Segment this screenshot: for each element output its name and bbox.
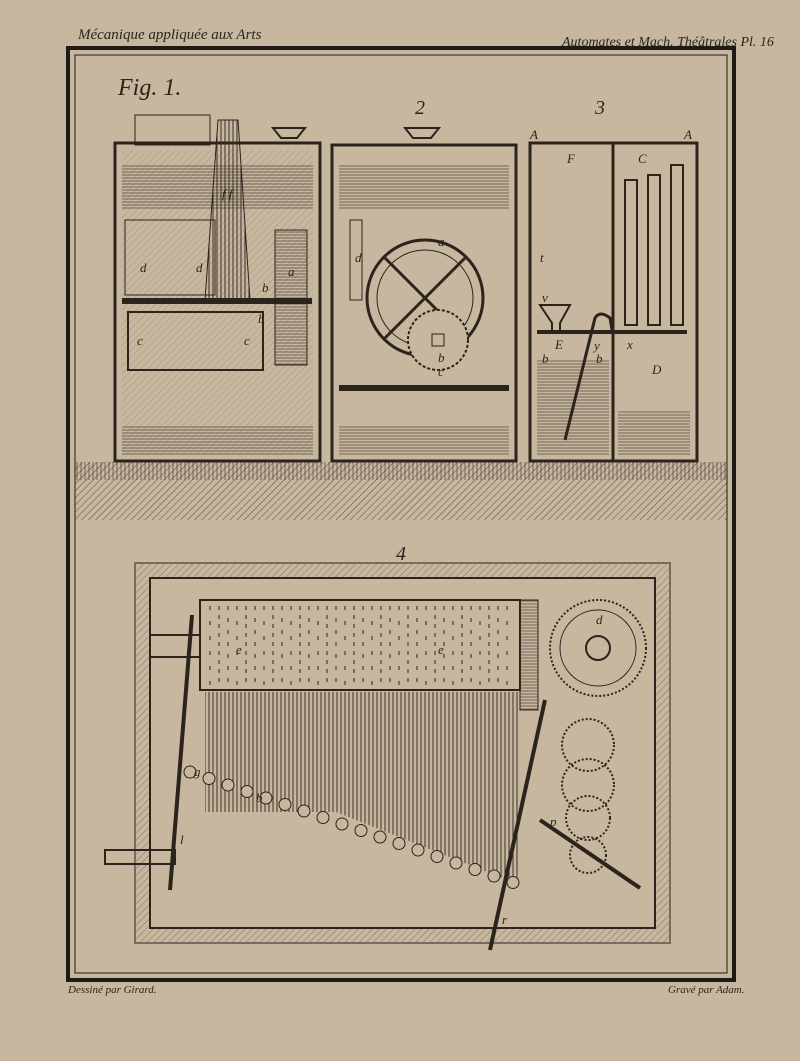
label: y bbox=[592, 338, 600, 353]
label: d bbox=[355, 250, 362, 265]
label: b bbox=[596, 351, 603, 366]
damper-screw bbox=[487, 869, 501, 883]
label: b bbox=[262, 280, 269, 295]
label: p bbox=[549, 814, 557, 829]
damper-screw bbox=[202, 772, 216, 785]
damper-screw bbox=[449, 856, 463, 870]
label: b bbox=[256, 790, 263, 805]
label: b bbox=[438, 350, 445, 365]
label: A bbox=[529, 127, 538, 142]
damper-screw bbox=[430, 850, 444, 863]
damper-screw bbox=[259, 791, 273, 805]
label: d bbox=[140, 260, 147, 275]
figure-1-drawing bbox=[113, 114, 322, 463]
damper-screw bbox=[335, 817, 349, 831]
figure-4-labels: d e e g b l p r bbox=[180, 612, 603, 927]
label: b bbox=[258, 311, 265, 326]
damper-screw bbox=[468, 863, 482, 876]
figure-4-number: 4 bbox=[396, 543, 406, 565]
figure-2-number: 2 bbox=[415, 97, 425, 119]
plate-border bbox=[66, 46, 736, 982]
figure-4-drawing bbox=[104, 562, 671, 951]
label: A bbox=[683, 127, 692, 142]
figure-1-labels: f f d d a b b c c bbox=[137, 186, 295, 348]
figure-2-labels: a d b c bbox=[355, 234, 445, 379]
label: c bbox=[137, 333, 143, 348]
label: b bbox=[542, 351, 549, 366]
label: t bbox=[540, 250, 544, 265]
label: r bbox=[502, 912, 508, 927]
footer-right: Gravé par Adam. bbox=[668, 984, 745, 996]
damper-screw bbox=[373, 830, 387, 844]
damper-screw bbox=[183, 765, 197, 779]
label: D bbox=[651, 362, 662, 377]
label: E bbox=[554, 337, 563, 352]
damper-screw bbox=[506, 876, 520, 889]
label: d bbox=[596, 612, 603, 627]
figure-2-drawing bbox=[330, 127, 518, 463]
label: e bbox=[236, 642, 242, 657]
figure-1-title: Fig. 1. bbox=[117, 75, 181, 101]
figure-3-labels: A A F C t v E x y b b D bbox=[529, 127, 692, 377]
label: f f bbox=[222, 186, 235, 201]
header-left: Mécanique appliquée aux Arts bbox=[78, 27, 262, 43]
damper-screw bbox=[221, 778, 235, 792]
damper-screw bbox=[297, 804, 311, 818]
damper-screw bbox=[240, 785, 254, 798]
label: g bbox=[194, 764, 201, 779]
label: c bbox=[244, 333, 250, 348]
damper-screw bbox=[316, 811, 330, 824]
label: d bbox=[196, 260, 203, 275]
label: x bbox=[626, 337, 633, 352]
figure-3-drawing bbox=[528, 141, 699, 463]
damper-screw bbox=[278, 798, 292, 811]
label: c bbox=[438, 364, 444, 379]
label: l bbox=[180, 832, 184, 847]
label: e bbox=[438, 642, 444, 657]
label: v bbox=[542, 290, 548, 305]
label: F bbox=[566, 151, 576, 166]
damper-screw bbox=[411, 843, 425, 857]
damper-screw bbox=[392, 837, 406, 850]
footer-left: Dessiné par Girard. bbox=[68, 984, 157, 996]
damper-screw bbox=[354, 824, 368, 837]
label: C bbox=[638, 151, 647, 166]
label: a bbox=[288, 264, 295, 279]
figure-3-number: 3 bbox=[594, 97, 605, 119]
label: a bbox=[438, 234, 445, 249]
